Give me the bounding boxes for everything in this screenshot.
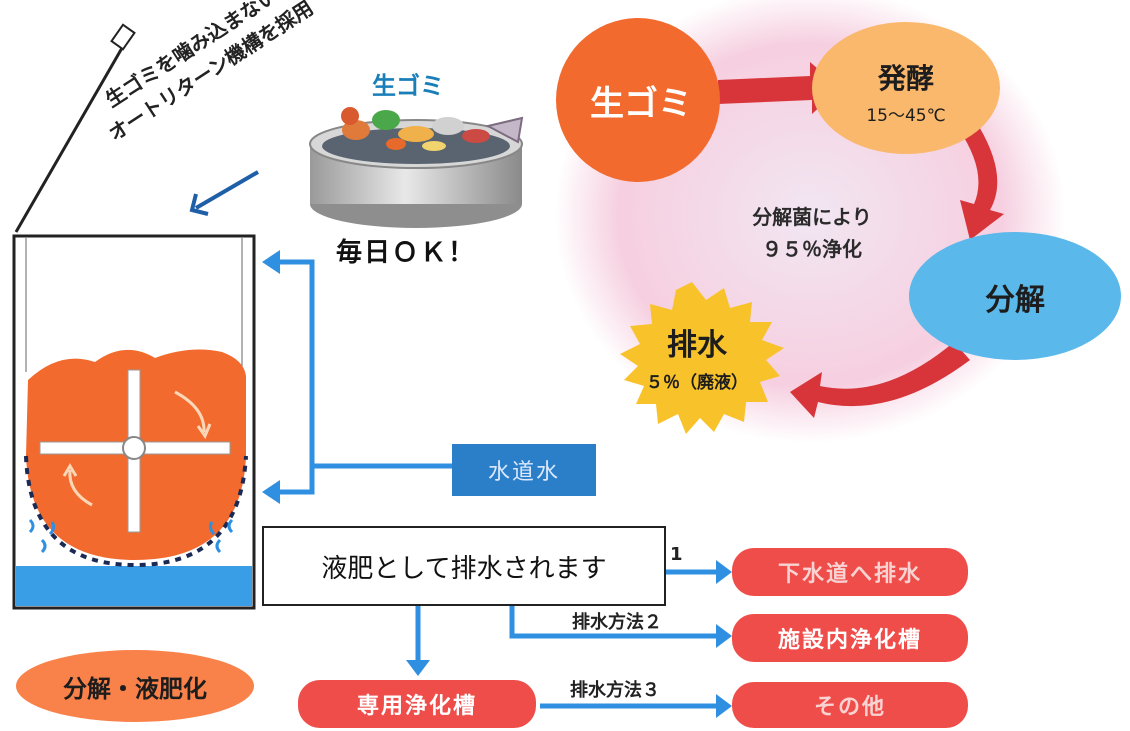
lid-handle bbox=[110, 23, 136, 51]
mesh-bowl bbox=[24, 455, 248, 568]
rotor bbox=[39, 369, 231, 533]
cycle-decompose-text: 分解 bbox=[985, 283, 1045, 318]
cycle-ferment-text: 発酵 bbox=[877, 61, 934, 95]
node-start bbox=[556, 18, 720, 182]
cycle-center-text: 分解菌により ９５％浄化 bbox=[712, 198, 912, 268]
dedicated-tank: 専用浄化槽 bbox=[298, 680, 536, 728]
liquid-fertilizer-label: 液肥として排水されます bbox=[262, 526, 666, 606]
cycle-start-label: 生ゴミ bbox=[566, 64, 716, 136]
dest-other: その他 bbox=[732, 682, 968, 728]
decompose-liquefy-badge: 分解・液肥化 bbox=[16, 650, 254, 722]
bin-caption: 毎日ＯＫ！ bbox=[336, 238, 477, 268]
arrow-ferment-to-decompose bbox=[958, 120, 1004, 240]
input-arrow bbox=[189, 170, 260, 216]
arrow-start-to-ferment bbox=[718, 62, 840, 114]
arrow-water-main bbox=[272, 259, 455, 469]
method-2-label: 排水方法２ bbox=[572, 612, 662, 633]
cycle-drain-text: 排水 bbox=[667, 327, 727, 363]
cycle-ferment-temp: 15〜45℃ bbox=[866, 105, 946, 126]
cycle-arrows bbox=[718, 62, 1004, 418]
machine-lid bbox=[14, 47, 124, 233]
cycle-drain-label: 排水 ５％（廃液） bbox=[632, 316, 762, 396]
cycle-center-line1: 分解菌により bbox=[752, 205, 872, 229]
dest-sewer-text: 下水道へ排水 bbox=[777, 562, 922, 587]
dest-sewer: 下水道へ排水 bbox=[732, 548, 968, 596]
machine-diagram bbox=[12, 23, 260, 610]
cycle-decompose-label: 分解 bbox=[950, 272, 1080, 322]
node-ferment bbox=[812, 22, 1000, 154]
dest-facility-tank: 施設内浄化槽 bbox=[732, 614, 968, 662]
bin-title: 生ゴミ bbox=[372, 72, 444, 100]
node-decompose bbox=[909, 232, 1121, 360]
water-layer bbox=[16, 566, 252, 606]
liquid-fertilizer-text: 液肥として排水されます bbox=[321, 553, 607, 584]
cycle-diagram bbox=[555, 0, 1121, 443]
dedicated-tank-text: 専用浄化槽 bbox=[356, 694, 477, 719]
tap-water-text: 水道水 bbox=[487, 460, 560, 485]
food-scraps bbox=[341, 107, 524, 151]
arrow-method-2 bbox=[509, 602, 720, 639]
water-splashes bbox=[28, 518, 234, 554]
cycle-ferment-label: 発酵 15〜45℃ bbox=[836, 46, 976, 136]
cycle-drain-sub: ５％（廃液） bbox=[646, 372, 748, 393]
garbage-bin bbox=[309, 107, 524, 228]
node-drain bbox=[620, 282, 784, 434]
method-1-label: 1 bbox=[670, 544, 683, 565]
dest-facility-tank-text: 施設内浄化槽 bbox=[777, 628, 922, 653]
cycle-start-text: 生ゴミ bbox=[590, 83, 692, 124]
method-3-label: 排水方法３ bbox=[570, 680, 660, 701]
tap-water-box: 水道水 bbox=[452, 444, 596, 496]
arrow-water-lower bbox=[272, 466, 315, 495]
decompose-liquefy-text: 分解・液肥化 bbox=[63, 674, 207, 703]
rotation-arrows bbox=[62, 390, 212, 507]
dest-other-text: その他 bbox=[813, 695, 886, 720]
arrow-decompose-to-drain bbox=[790, 342, 970, 418]
cycle-center-line2: ９５％浄化 bbox=[762, 237, 862, 261]
